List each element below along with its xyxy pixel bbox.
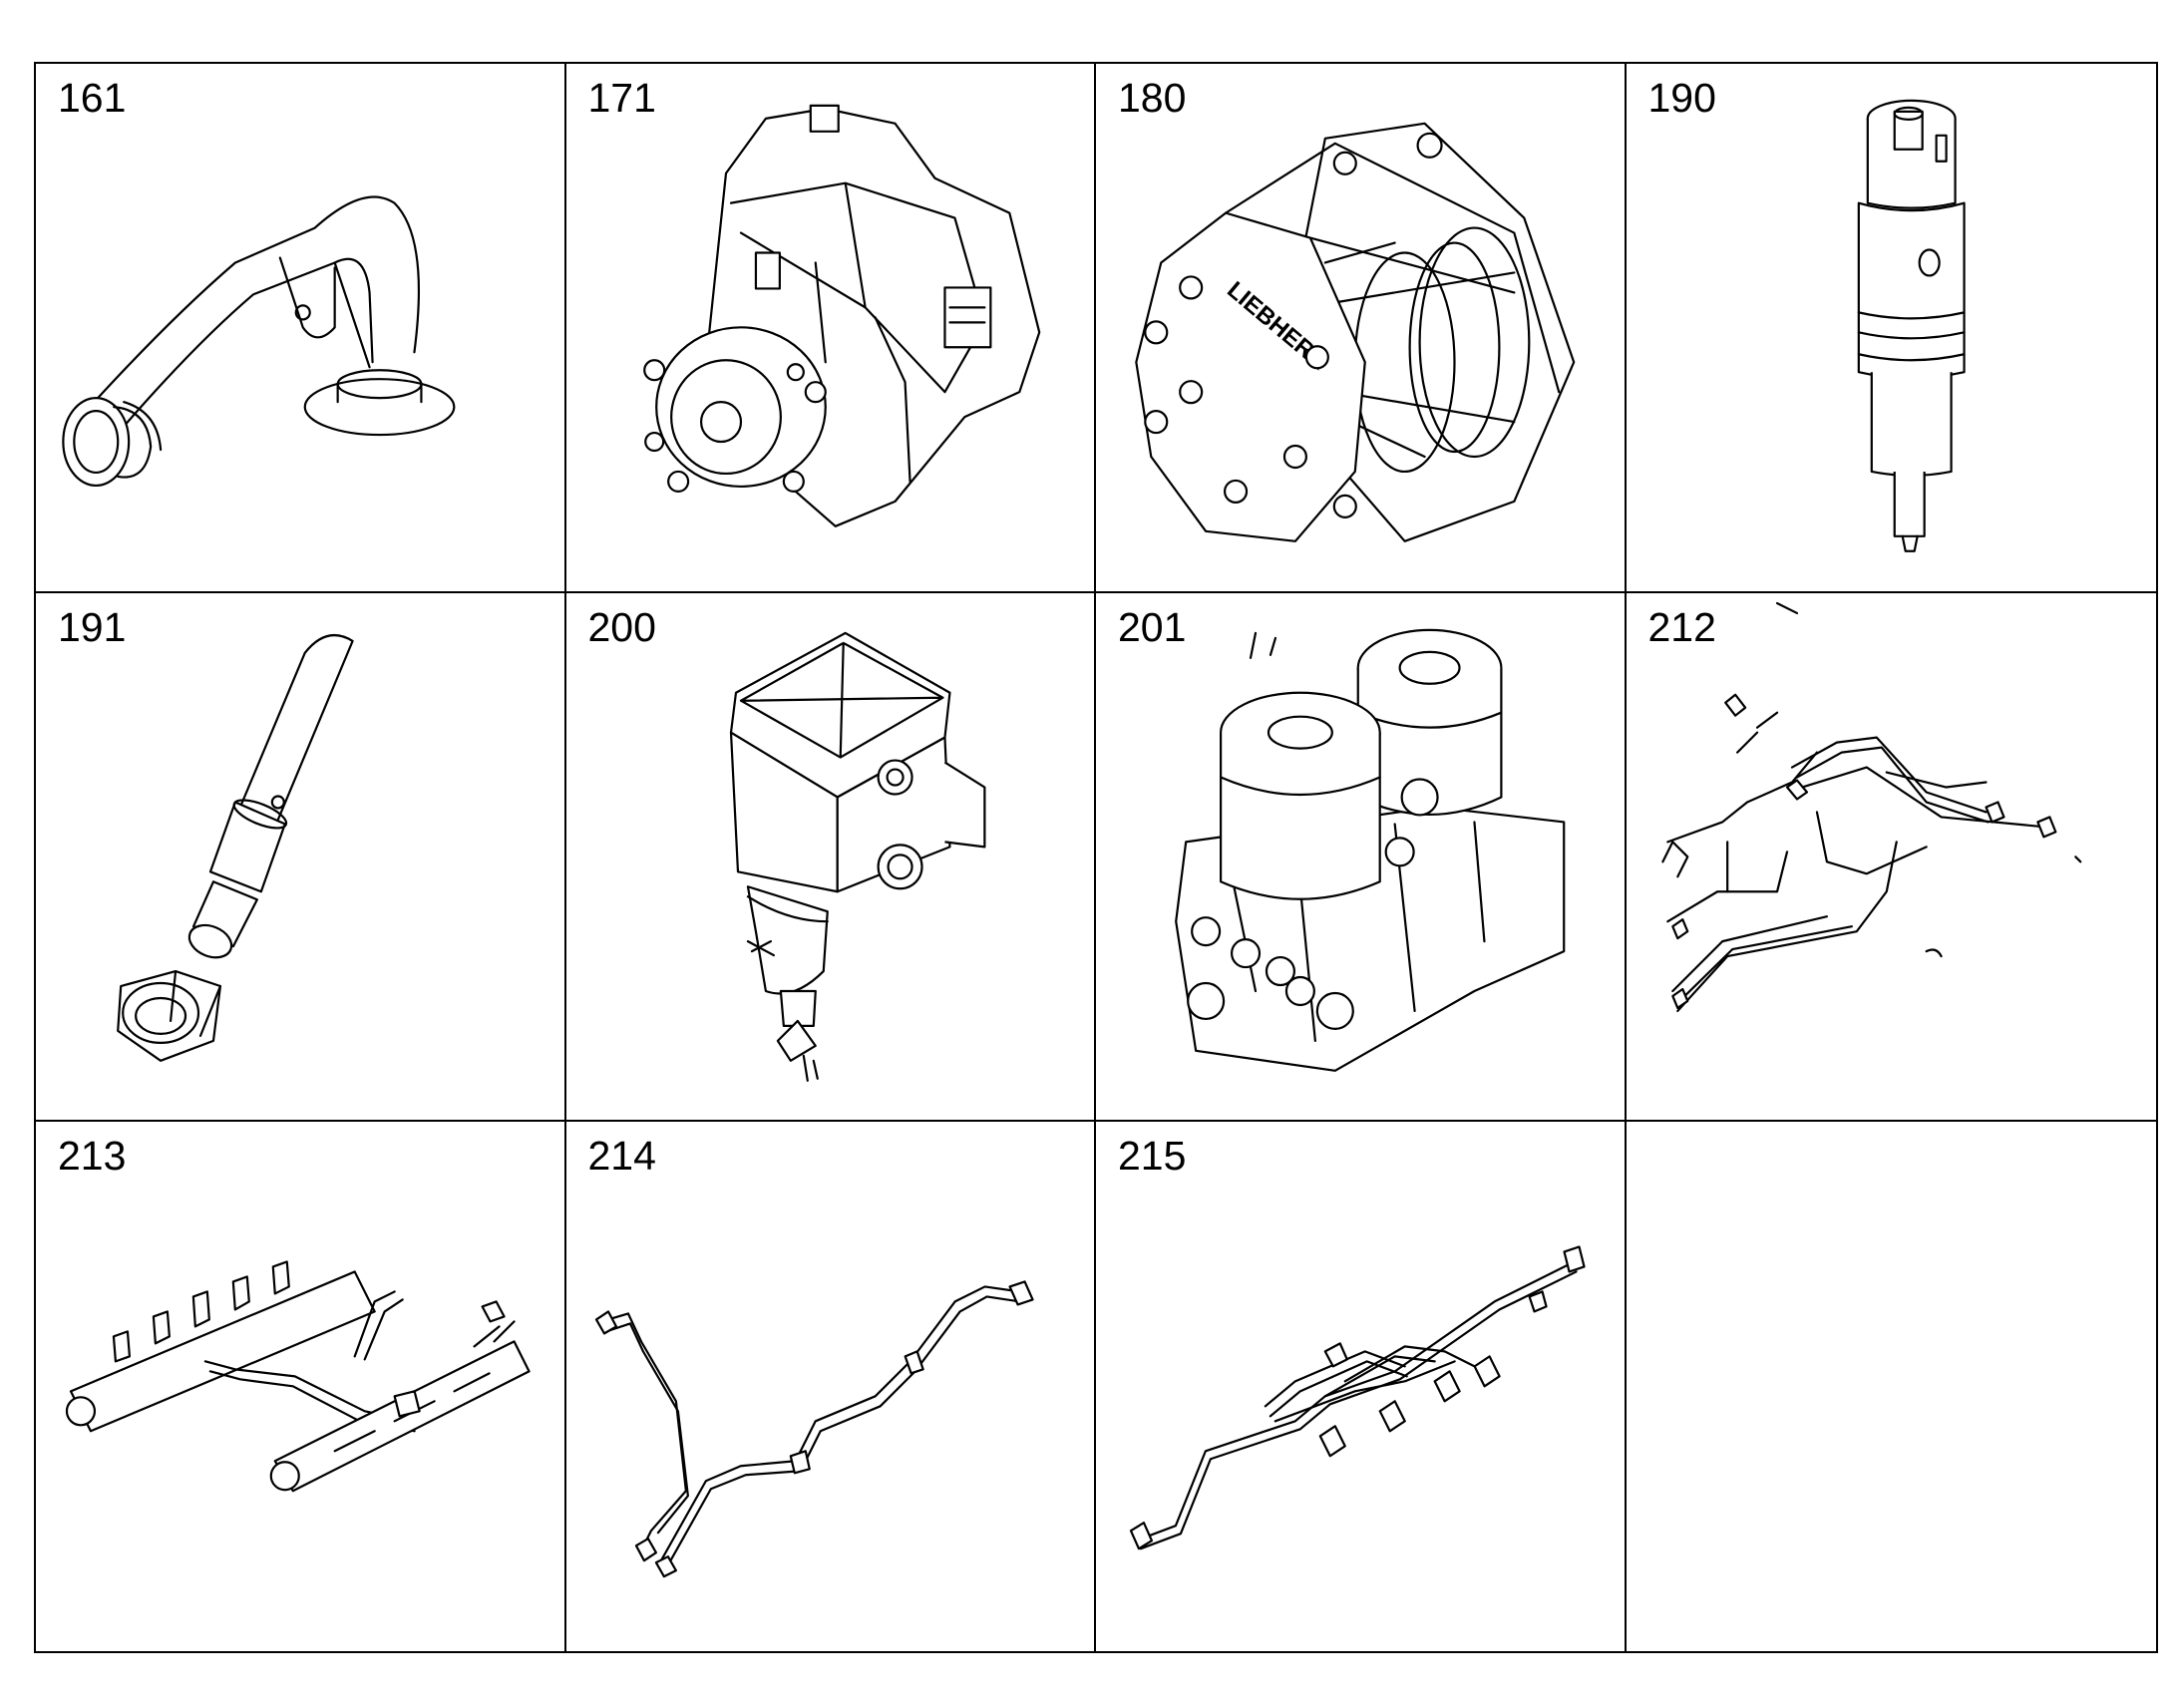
fuel-lines-bundle-icon xyxy=(1627,593,2157,1121)
part-number: 215 xyxy=(1118,1133,1187,1180)
injector-icon xyxy=(1627,64,2157,591)
part-cell-180[interactable]: 180 LIEBHERR xyxy=(1096,64,1627,593)
part-number: 214 xyxy=(587,1133,656,1180)
part-cell-190[interactable]: 190 xyxy=(1626,64,2157,593)
part-number: 171 xyxy=(587,75,656,121)
part-cell-161[interactable]: 161 xyxy=(36,64,566,593)
part-cell-213[interactable]: 213 xyxy=(36,1122,566,1651)
high-pressure-pump-icon xyxy=(566,64,1095,591)
part-number: 190 xyxy=(1647,75,1716,121)
part-number: 161 xyxy=(58,75,127,121)
prefilter-water-separator-icon xyxy=(566,593,1095,1121)
part-number: 180 xyxy=(1118,75,1187,121)
injection-lines-icon xyxy=(1096,1122,1625,1651)
part-cell-200[interactable]: 200 xyxy=(565,592,1096,1123)
part-number: 201 xyxy=(1118,603,1187,650)
part-number: 200 xyxy=(587,603,656,650)
part-number: 191 xyxy=(58,603,127,650)
parts-grid: 161 171 xyxy=(34,62,2158,1653)
pipe-elbow-icon xyxy=(36,64,564,591)
part-cell-212[interactable]: 212 xyxy=(1626,593,2157,1123)
part-cell-214[interactable]: 214 xyxy=(566,1122,1096,1651)
part-cell-201[interactable]: 201 xyxy=(1096,592,1627,1123)
pressure-pipe-fitting-icon xyxy=(36,593,564,1121)
clutch-compressor-icon: LIEBHERR xyxy=(1096,64,1625,591)
part-cell-191[interactable]: 191 xyxy=(36,592,566,1123)
part-cell-171[interactable]: 171 xyxy=(565,64,1096,593)
empty-cell xyxy=(1627,1122,2157,1651)
common-rail-assembly-icon xyxy=(36,1122,564,1651)
part-cell-215[interactable]: 215 xyxy=(1096,1122,1627,1651)
part-number: 212 xyxy=(1647,603,1716,650)
part-number: 213 xyxy=(58,1133,127,1180)
double-fuel-filter-icon xyxy=(1096,593,1625,1121)
fuel-line-icon xyxy=(566,1122,1095,1651)
